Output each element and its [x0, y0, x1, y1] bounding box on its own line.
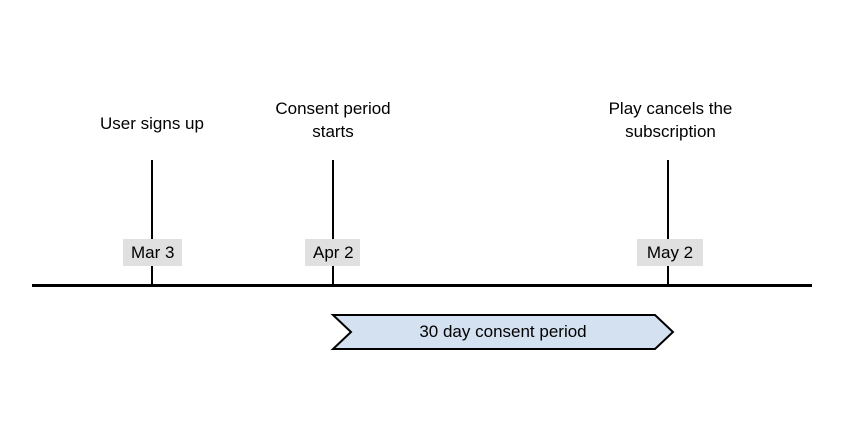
event-tick-play-cancels-subscription	[667, 160, 669, 286]
date-chip-may-2: May 2	[637, 239, 703, 266]
chevron-shape	[330, 314, 675, 350]
event-title-consent-period-starts: Consent period starts	[275, 99, 391, 141]
consent-period-banner-shape	[330, 314, 675, 350]
event-tick-consent-period-starts	[332, 160, 334, 286]
timeline-axis	[32, 284, 812, 287]
event-tick-user-signs-up	[151, 160, 153, 286]
date-chip-apr-2: Apr 2	[305, 239, 360, 266]
consent-period-banner: 30 day consent period	[330, 314, 675, 350]
date-chip-mar-3: Mar 3	[123, 239, 182, 266]
event-title-play-cancels-subscription: Play cancels the subscription	[608, 99, 733, 141]
event-title-user-signs-up: User signs up	[100, 114, 204, 133]
